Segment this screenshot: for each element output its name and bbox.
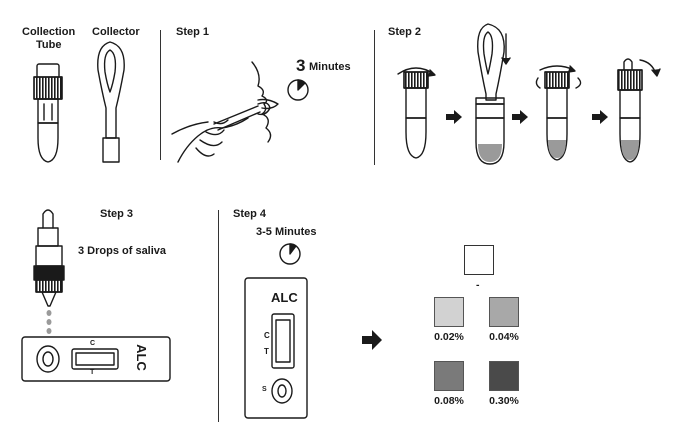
divider-2 xyxy=(374,30,375,165)
swatch-0-08 xyxy=(434,361,464,391)
arrow-right-icon xyxy=(362,330,382,350)
collection-tube-label-line1: Collection xyxy=(22,26,76,38)
step2-collector-insert xyxy=(475,23,511,165)
step3-instruction: 3 Drops of saliva xyxy=(78,245,167,257)
swab-in-use xyxy=(213,101,271,131)
collection-tube-label-line2: Tube xyxy=(36,39,62,51)
timer-icon xyxy=(279,243,301,265)
collection-tube xyxy=(33,63,63,163)
swatch-0-04-label: 0.04% xyxy=(489,331,519,343)
cassette-horizontal-marker-t: T xyxy=(90,369,95,376)
cassette-horizontal xyxy=(21,336,171,382)
step2-label: Step 2 xyxy=(388,26,422,38)
step4-time: 3-5 Minutes xyxy=(256,226,317,238)
swatch-0-08-label: 0.08% xyxy=(434,395,464,407)
hand-outline xyxy=(171,117,249,163)
cassette-vertical-marker-c: C xyxy=(264,331,270,340)
step1-time-value: 3 xyxy=(296,56,306,75)
swatch-blank-label: - xyxy=(476,279,480,291)
saliva-drops xyxy=(46,310,52,334)
cassette-vertical-marker-t: T xyxy=(264,347,269,356)
swatch-0-04 xyxy=(489,297,519,327)
cassette-vertical xyxy=(244,277,308,419)
swatch-0-30-label: 0.30% xyxy=(489,395,519,407)
divider-1 xyxy=(160,30,161,160)
swatch-0-02-label: 0.02% xyxy=(434,331,464,343)
cassette-horizontal-marker-c: C xyxy=(90,340,96,347)
step1-label: Step 1 xyxy=(176,26,210,38)
divider-3 xyxy=(218,210,219,422)
arrow-right-icon xyxy=(512,110,528,124)
arrow-right-icon xyxy=(592,110,608,124)
timer-icon xyxy=(287,79,309,101)
collector-label: Collector xyxy=(92,26,140,38)
step1-time-unit: Minutes xyxy=(309,61,351,73)
cassette-horizontal-brand: ALC xyxy=(133,344,149,371)
dropper-tube xyxy=(33,209,65,307)
face-outline xyxy=(251,61,279,143)
swatch-0-02 xyxy=(434,297,464,327)
swatch-0-30 xyxy=(489,361,519,391)
cassette-vertical-marker-s: S xyxy=(262,386,267,393)
arrow-right-icon xyxy=(446,110,462,124)
step4-label: Step 4 xyxy=(233,208,267,220)
step2-tube-open xyxy=(397,67,436,159)
step3-label: Step 3 xyxy=(100,208,134,220)
step2-tube-capped xyxy=(535,65,582,161)
cassette-vertical-brand: ALC xyxy=(271,290,298,305)
collector xyxy=(97,41,125,163)
step2-tube-tip-open xyxy=(617,58,661,163)
swatch-blank xyxy=(464,245,494,275)
